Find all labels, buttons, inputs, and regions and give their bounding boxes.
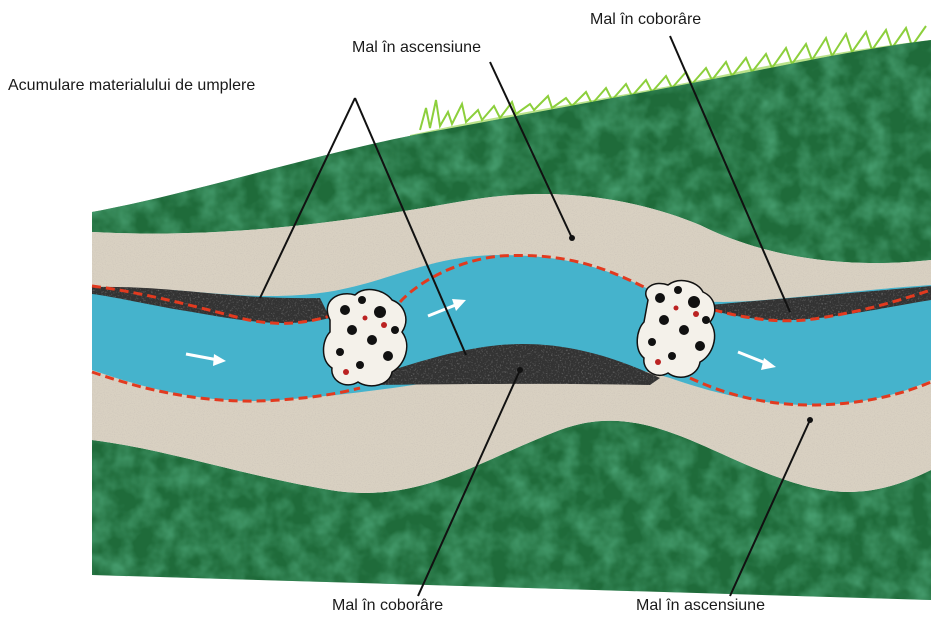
label-rising-bank-bottom: Mal în ascensiune bbox=[636, 598, 765, 614]
debris-obstacle-icon bbox=[324, 290, 407, 386]
label-fill-accumulation: Acumulare materialului de umplere bbox=[8, 78, 255, 94]
leader-dot bbox=[807, 417, 813, 423]
leader-dot bbox=[517, 367, 523, 373]
label-falling-bank-bottom: Mal în coborâre bbox=[332, 598, 443, 614]
label-falling-bank-top: Mal în coborâre bbox=[590, 12, 701, 28]
label-rising-bank-top: Mal în ascensiune bbox=[352, 40, 481, 56]
leader-dot bbox=[569, 235, 575, 241]
